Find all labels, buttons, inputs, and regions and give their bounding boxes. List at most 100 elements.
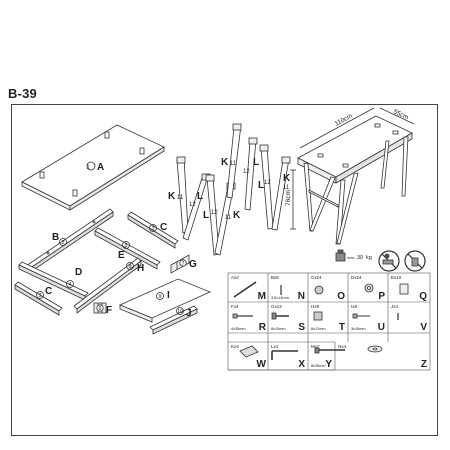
leg-3-k-letter: K (221, 157, 229, 168)
part-f-bracket (93, 302, 107, 314)
part-g-letter: G (189, 259, 197, 270)
part-b-letter: B (52, 232, 59, 243)
hardware-qty: Ax2 (231, 275, 239, 280)
hardware-letter: Y (325, 359, 332, 370)
part-i-number: 9 (158, 294, 161, 300)
part-i-letter: I (167, 290, 170, 301)
max-load-icon (335, 249, 346, 262)
no-cleaning-chemicals-icon (404, 250, 426, 272)
part-e-number: 5 (124, 243, 127, 249)
leg-3-l-number: 12 (243, 169, 250, 175)
part-a-tabletop (21, 124, 165, 211)
hardware-size: 8x10mm (271, 327, 286, 331)
hardware-qty: Hx8 (311, 304, 319, 309)
part-b-rail (25, 208, 114, 274)
leg-1-k-letter: K (168, 191, 176, 202)
leg-2-k-number: 11 (225, 215, 232, 221)
part-h-letter: H (137, 263, 144, 274)
part-e-rail (94, 227, 161, 270)
part-h-number: 8 (128, 264, 131, 270)
hardware-size: 3x16mm (351, 327, 366, 331)
hardware-letter: Z (421, 359, 427, 370)
dimension-height: 76cm (285, 190, 292, 206)
leg-4-l-letter: L (258, 180, 264, 191)
part-a-letter: A (97, 162, 104, 173)
hardware-letter: V (420, 322, 427, 333)
hardware-letter: U (378, 322, 385, 333)
hardware-letter: M (258, 291, 266, 302)
part-g-number: 7 (182, 261, 185, 267)
hardware-letter: S (298, 322, 305, 333)
hardware-qty: Kx4 (231, 344, 239, 349)
leg-4-k-letter: K (283, 173, 291, 184)
part-j-letter: J (186, 308, 192, 319)
hardware-letter: X (298, 359, 305, 370)
hardware-letter: P (378, 291, 385, 302)
leg-1-l-number: 12 (189, 202, 196, 208)
hardware-qty: Cx24 (311, 275, 322, 280)
part-c-number: 3 (151, 226, 154, 232)
hardware-qty: Dx24 (351, 275, 362, 280)
hardware-qty: Lx1 (271, 344, 279, 349)
hardware-qty: Ex10 (391, 275, 402, 280)
leg-2-k-letter: K (233, 210, 241, 221)
max-load-unit: kg (366, 255, 372, 261)
part-c-letter: C (160, 222, 167, 233)
hardware-letter: Q (419, 291, 427, 302)
instruction-frame (11, 104, 438, 436)
assembled-desk-view (290, 107, 415, 245)
hardware-qty: Gx12 (271, 304, 282, 309)
part-a-number: 1 (86, 165, 90, 171)
leg-pair-3 (226, 123, 258, 211)
hardware-qty: Jx4 (391, 304, 399, 309)
part-c-short-rail (127, 211, 179, 249)
leg-pair-4 (259, 144, 291, 231)
part-f-number: 6 (99, 306, 102, 312)
hardware-size: 3.5x14mm (271, 296, 289, 300)
hardware-size: 8x35mm (311, 364, 326, 368)
part-h-rail (73, 257, 142, 314)
hardware-icons (232, 281, 409, 360)
hardware-letter: N (298, 291, 305, 302)
hardware-table (227, 272, 431, 371)
hardware-qty: Nx4 (338, 344, 346, 349)
hardware-letter: O (337, 291, 345, 302)
no-climbing-icon (378, 250, 400, 272)
part-c-lower-letter: C (45, 286, 52, 297)
model-code: B-39 (8, 86, 37, 101)
part-c-lower-number: 3 (38, 293, 41, 299)
part-e-letter: E (118, 250, 125, 261)
part-d-letter: D (75, 267, 82, 278)
hardware-size: 4x35mm (231, 327, 246, 331)
part-f-letter: F (106, 305, 112, 316)
leg-2-l-number: 12 (211, 210, 218, 216)
hardware-letter: R (259, 322, 267, 333)
leg-1-l-letter: L (197, 191, 203, 202)
part-g-bracket (170, 254, 190, 274)
part-d-number: 4 (68, 282, 71, 288)
max-load-prefix: max (347, 255, 355, 260)
part-i-shelf (118, 278, 212, 323)
leg-2-l-letter: L (203, 210, 209, 221)
max-load-value: 30 (357, 255, 363, 261)
hardware-size: 8x12mm (311, 327, 326, 331)
dimension-length: 110cm (334, 113, 354, 128)
hardware-letter: W (257, 359, 267, 370)
leg-3-l-letter: L (253, 157, 259, 168)
leg-4-k-number: 11 (283, 185, 290, 191)
hardware-qty: Bx8 (271, 275, 279, 280)
hardware-letter: T (339, 322, 345, 333)
leg-4-l-number: 12 (264, 180, 271, 186)
hardware-qty: Mx2 (311, 344, 320, 349)
leg-1-k-number: 11 (177, 195, 184, 201)
leg-3-k-number: 11 (230, 161, 237, 167)
part-d-rail (18, 261, 89, 301)
part-b-number: 2 (61, 240, 64, 246)
hardware-qty: Fx4 (231, 304, 239, 309)
part-j-rail (149, 305, 198, 335)
part-j-number: 10 (177, 309, 183, 315)
dimension-depth: 55cm (392, 108, 409, 121)
